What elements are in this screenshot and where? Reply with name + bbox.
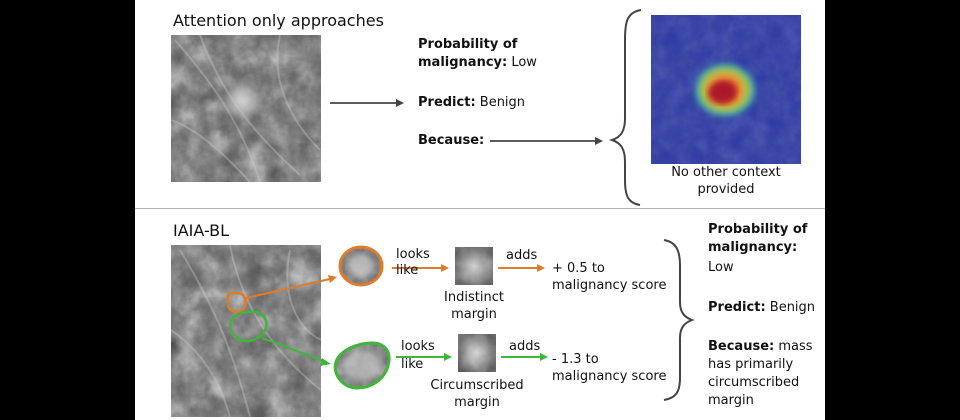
row1-adds-arrow xyxy=(498,264,545,272)
row1-looks-text: looks xyxy=(396,247,430,262)
top-because-label: Because: xyxy=(418,133,485,148)
orange-region-outline xyxy=(226,291,247,313)
top-predict-label: Predict: xyxy=(418,95,476,110)
row2-score-line1: - 1.3 to xyxy=(552,352,599,367)
panel-divider xyxy=(135,208,825,209)
row2-looks-text: looks xyxy=(401,339,435,354)
bottom-predict-label: Predict: xyxy=(708,300,766,315)
row2-score-line2: malignancy score xyxy=(552,369,667,384)
green-link-arrow xyxy=(261,337,331,366)
top-malignancy-label: malignancy: xyxy=(418,55,508,70)
bottom-predict-line: Predict: Benign xyxy=(708,299,815,316)
row1-adds-text: adds xyxy=(506,248,538,263)
bottom-because-text-1: mass xyxy=(778,339,813,354)
row1-prototype-label-line2: margin xyxy=(451,307,497,322)
bottom-because-text-4: margin xyxy=(708,393,754,408)
top-brace xyxy=(608,9,642,206)
row2-looks-like-arrow xyxy=(396,353,452,361)
bottom-malignancy-label: malignancy: xyxy=(708,240,798,255)
circumscribed-margin-prototype xyxy=(458,334,496,372)
attention-heatmap-image xyxy=(651,15,801,164)
orange-link-arrow xyxy=(245,275,337,299)
green-region-crop xyxy=(333,341,391,390)
bottom-because-label: Because: xyxy=(708,339,775,354)
bottom-because-text-3: circumscribed xyxy=(708,375,800,390)
indistinct-margin-prototype xyxy=(455,247,493,285)
bottom-probability-value: Low xyxy=(708,260,734,275)
row1-score-line2: malignancy score xyxy=(552,278,667,293)
orange-region-crop xyxy=(338,245,384,287)
bottom-brace xyxy=(663,239,695,401)
row2-prototype-label-line1: Circumscribed xyxy=(430,378,524,393)
bottom-predict-value: Benign xyxy=(769,300,816,315)
top-predict-line: Predict: Benign xyxy=(418,94,525,111)
iaia-bl-title: IAIA-BL xyxy=(173,221,230,240)
top-arrow-1 xyxy=(330,99,404,107)
bottom-because-line: Because: mass xyxy=(708,338,813,355)
bottom-mammogram-image xyxy=(171,245,321,417)
top-probability-value: Low xyxy=(511,55,537,70)
row2-adds-text: adds xyxy=(509,339,541,354)
bottom-probability-label: Probability of xyxy=(708,222,808,237)
bottom-because-text-2: has primarily xyxy=(708,357,794,372)
row2-like-text: like xyxy=(401,357,424,372)
row1-looks-like-arrow xyxy=(392,264,449,272)
top-probability-line: malignancy: Low xyxy=(418,54,537,71)
top-arrow-2 xyxy=(490,137,603,145)
green-region-outline xyxy=(229,310,268,343)
row1-score-line1: + 0.5 to xyxy=(552,261,605,276)
heatmap-caption-line1: No other context xyxy=(671,165,781,180)
attention-title: Attention only approaches xyxy=(173,11,384,30)
row1-prototype-label-line1: Indistinct xyxy=(444,290,504,305)
row1-like-text: like xyxy=(396,263,419,278)
row2-prototype-label-line2: margin xyxy=(454,395,500,410)
heatmap-caption-line2: provided xyxy=(697,182,755,197)
top-probability-label: Probability of xyxy=(418,37,518,52)
top-predict-value: Benign xyxy=(479,95,526,110)
row2-adds-arrow xyxy=(501,353,548,361)
top-mammogram-image xyxy=(171,35,321,182)
